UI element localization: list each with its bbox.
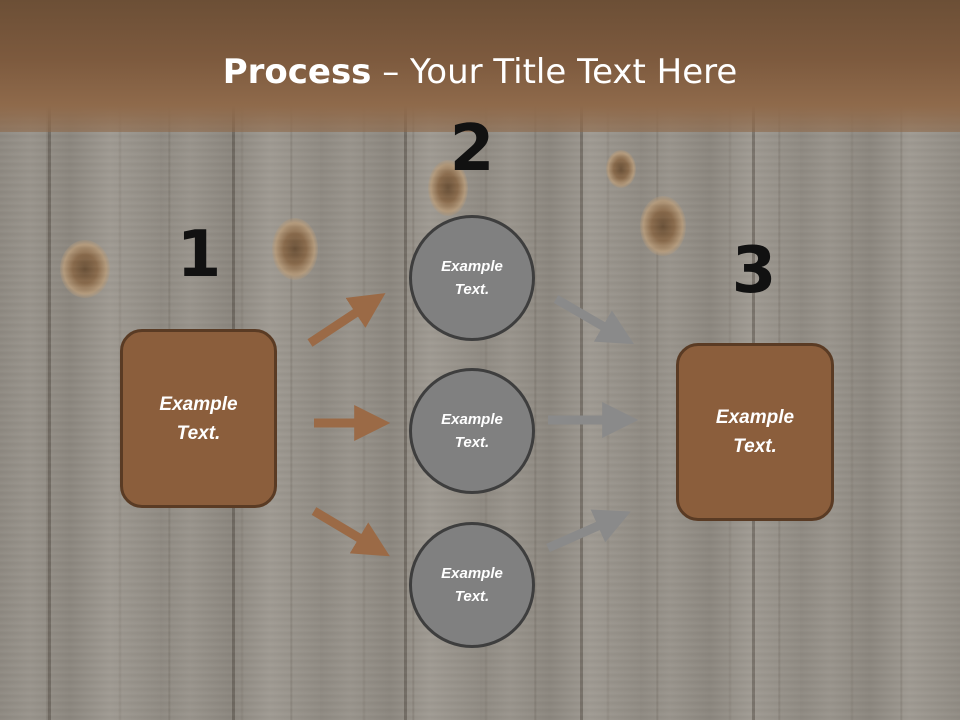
circle-top-text: Example Text. [441,258,503,298]
arrow-bottom-to-3 [546,509,631,553]
step-2-circle-top[interactable]: Example Text. [409,215,535,341]
arrow-1-to-bottom [311,507,390,557]
board-seam [48,0,51,720]
step-3-text: Example Text. [715,407,795,457]
step-number-2: 2 [449,112,495,186]
title-banner [0,0,960,132]
circle-middle-text: Example Text. [441,411,503,451]
wood-knot [640,196,686,256]
board-seam [580,0,583,720]
step-number-3: 3 [731,234,777,308]
slide-title[interactable]: Process – Your Title Text Here [0,52,960,92]
step-number-1: 1 [176,218,222,292]
step-3-box[interactable]: Example Text. [676,343,834,521]
step-2-circle-middle[interactable]: Example Text. [409,368,535,494]
step-1-box[interactable]: Example Text. [120,329,277,508]
wood-knot [60,240,110,298]
wood-knot [272,218,318,280]
arrow-1-to-top [307,293,386,347]
wood-knot [606,150,636,188]
title-bold: Process [222,52,372,92]
step-2-circle-bottom[interactable]: Example Text. [409,522,535,648]
arrow-top-to-3 [553,295,635,345]
wood-knot [428,160,468,216]
board-seam [404,0,407,720]
circle-bottom-text: Example Text. [441,565,503,605]
title-rest: – Your Title Text Here [371,52,738,92]
step-1-text: Example Text. [159,393,238,444]
